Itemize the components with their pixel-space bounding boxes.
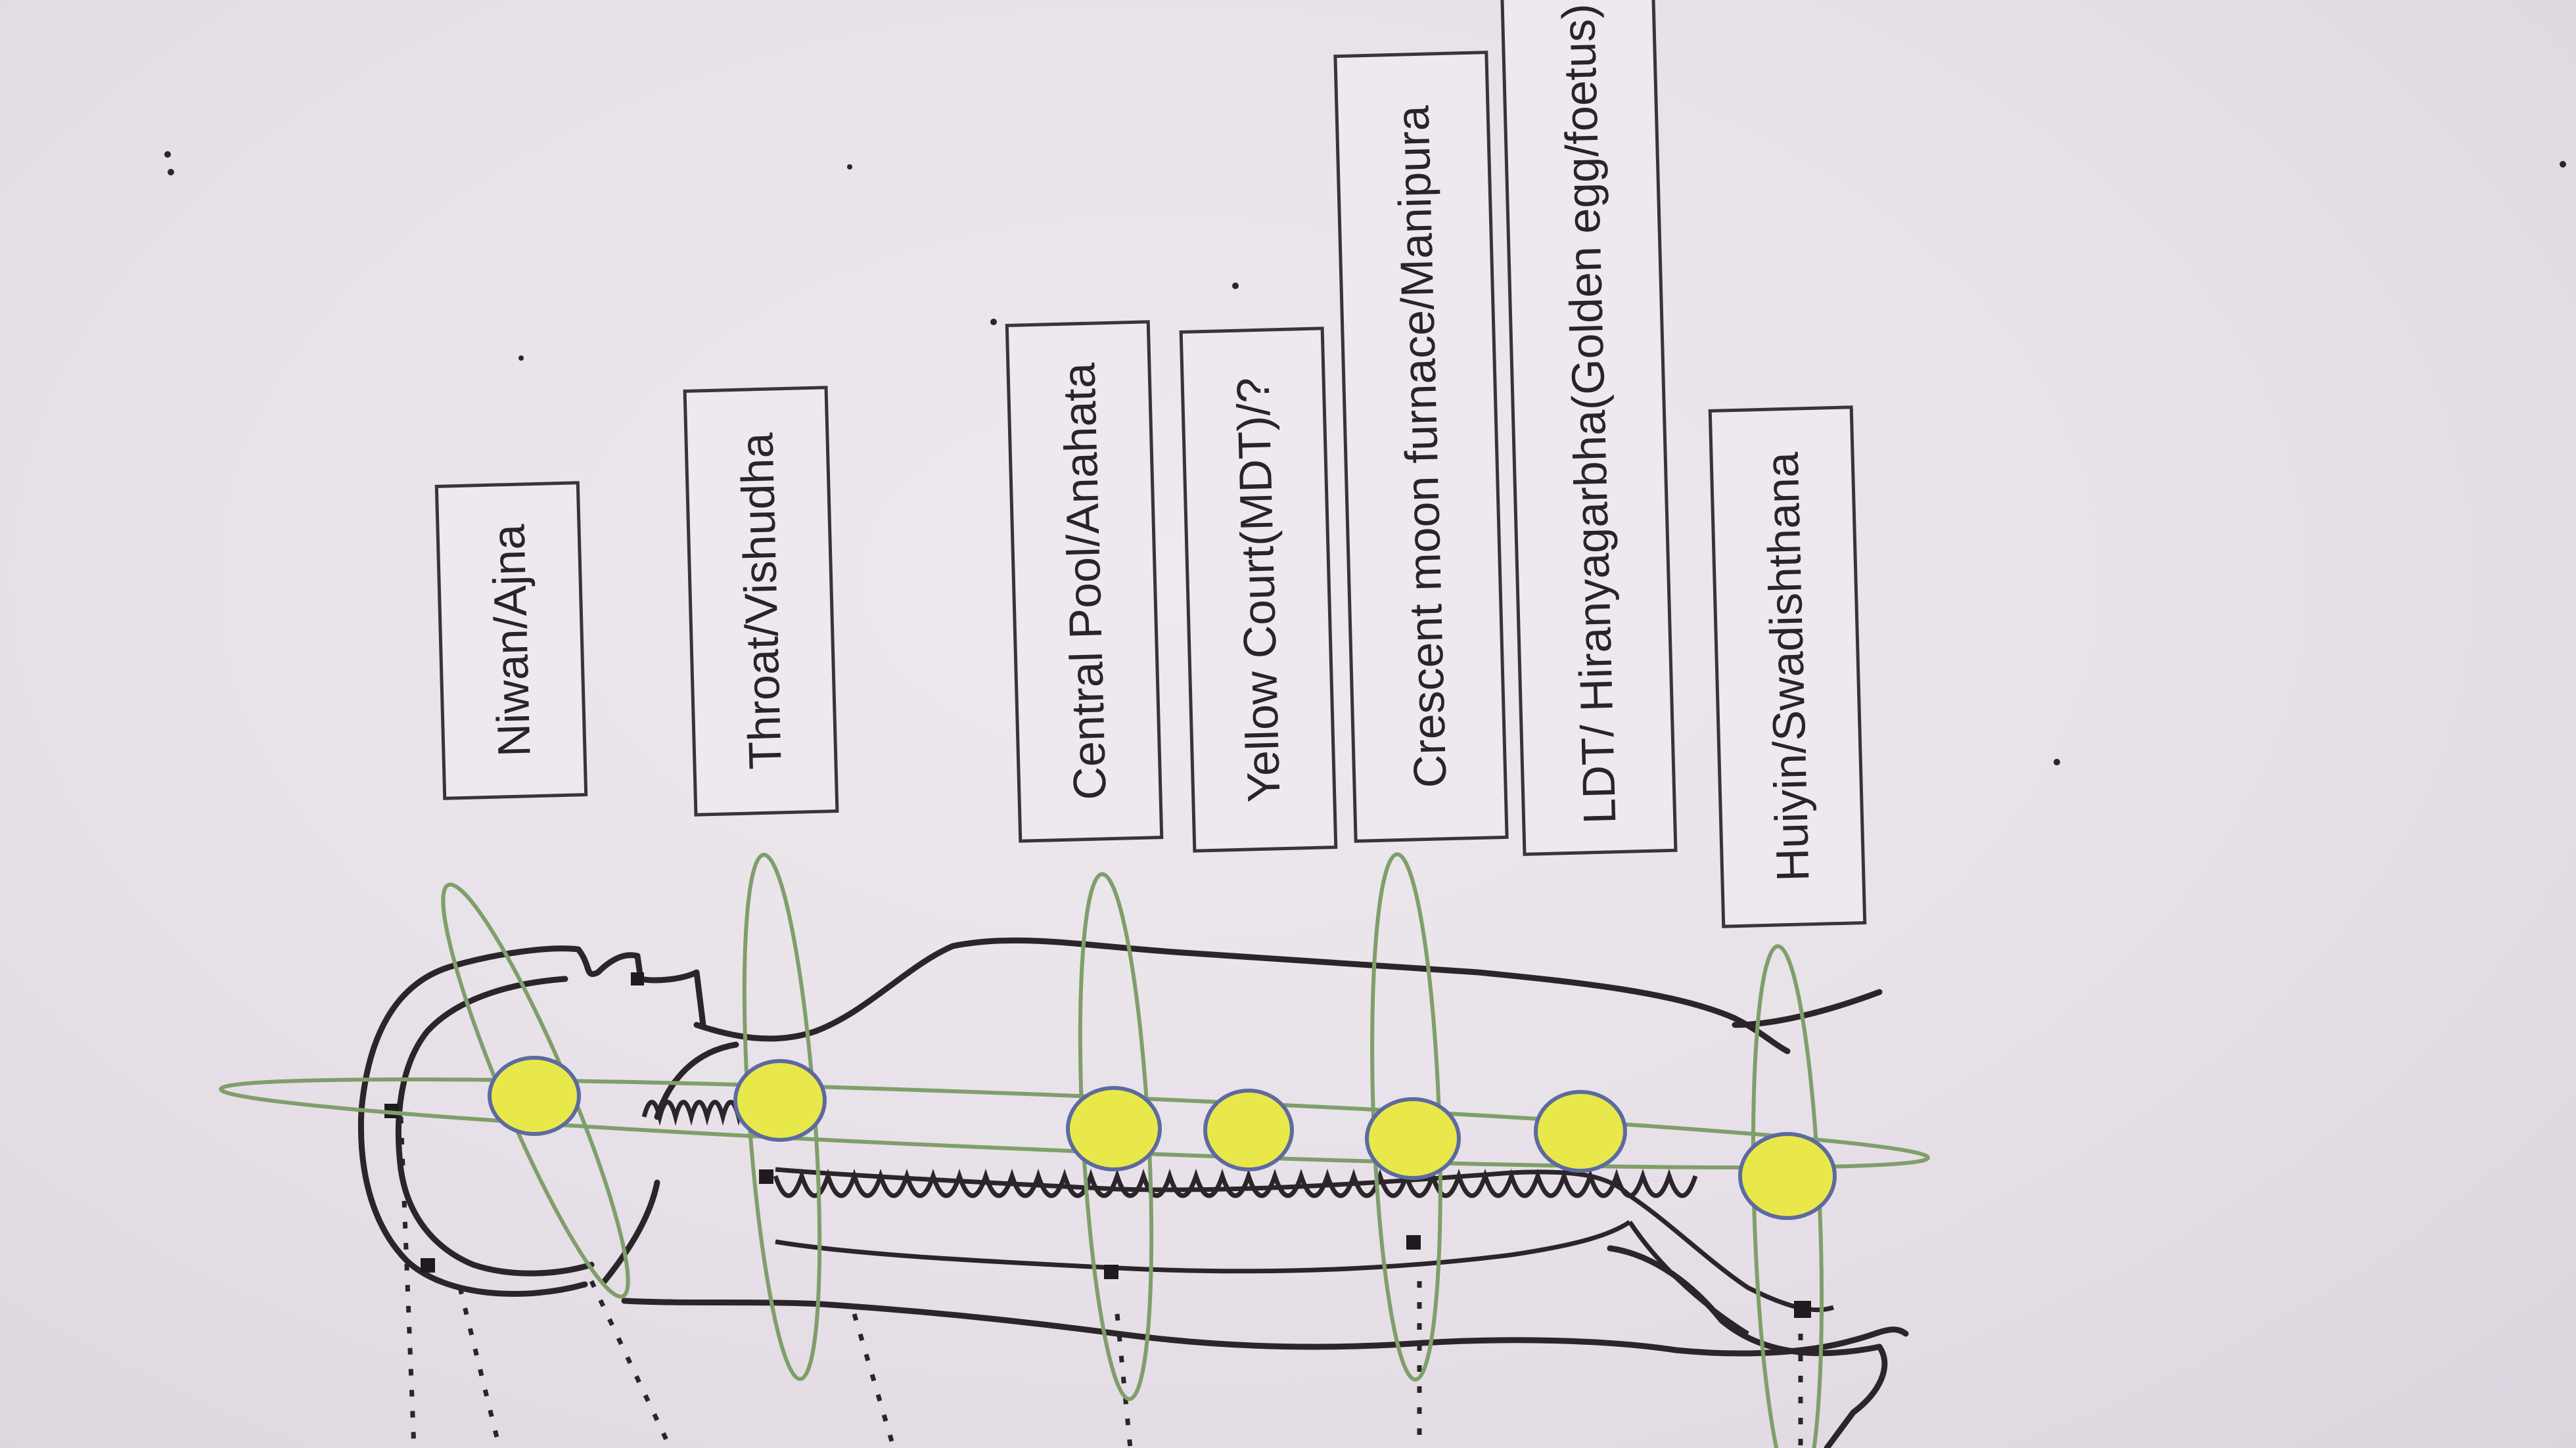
label-huiyin: Huiyin/Swadishthana <box>1756 451 1819 882</box>
label-box-huiyin: Huiyin/Swadishthana <box>1708 405 1867 928</box>
point-yellow-court <box>1203 1089 1294 1171</box>
point-central-pool <box>1066 1086 1162 1171</box>
energy-points <box>488 1056 1837 1220</box>
point-ldt <box>1534 1090 1627 1173</box>
label-box-crescent-moon: Crescent moon furnace/Manipura <box>1333 51 1509 843</box>
label-box-yellow-court: Yellow Court(MDT)/? <box>1179 327 1338 853</box>
label-box-central-pool: Central Pool/Anahata <box>1005 320 1164 843</box>
label-throat: Throat/Vishudha <box>731 432 791 771</box>
label-crescent-moon: Crescent moon furnace/Manipura <box>1386 104 1456 789</box>
point-huiyin <box>1738 1132 1837 1220</box>
paper-specks <box>164 151 2566 765</box>
label-central-pool: Central Pool/Anahata <box>1053 362 1116 801</box>
label-box-ldt: LDT/ Hiranyagarbha(Golden egg/foetus) <box>1500 0 1678 856</box>
dotted-lines <box>398 1116 1803 1448</box>
label-niwan: Niwan/Ajna <box>482 524 540 758</box>
spine-vertebrae <box>641 1100 1835 1336</box>
label-box-niwan: Niwan/Ajna <box>434 481 588 800</box>
label-box-throat: Throat/Vishudha <box>683 386 839 817</box>
label-yellow-court: Yellow Court(MDT)/? <box>1227 376 1290 803</box>
point-throat <box>733 1059 827 1142</box>
point-crescent-moon <box>1365 1097 1461 1180</box>
label-ldt: LDT/ Hiranyagarbha(Golden egg/foetus) <box>1552 3 1625 825</box>
point-niwan <box>488 1056 581 1136</box>
